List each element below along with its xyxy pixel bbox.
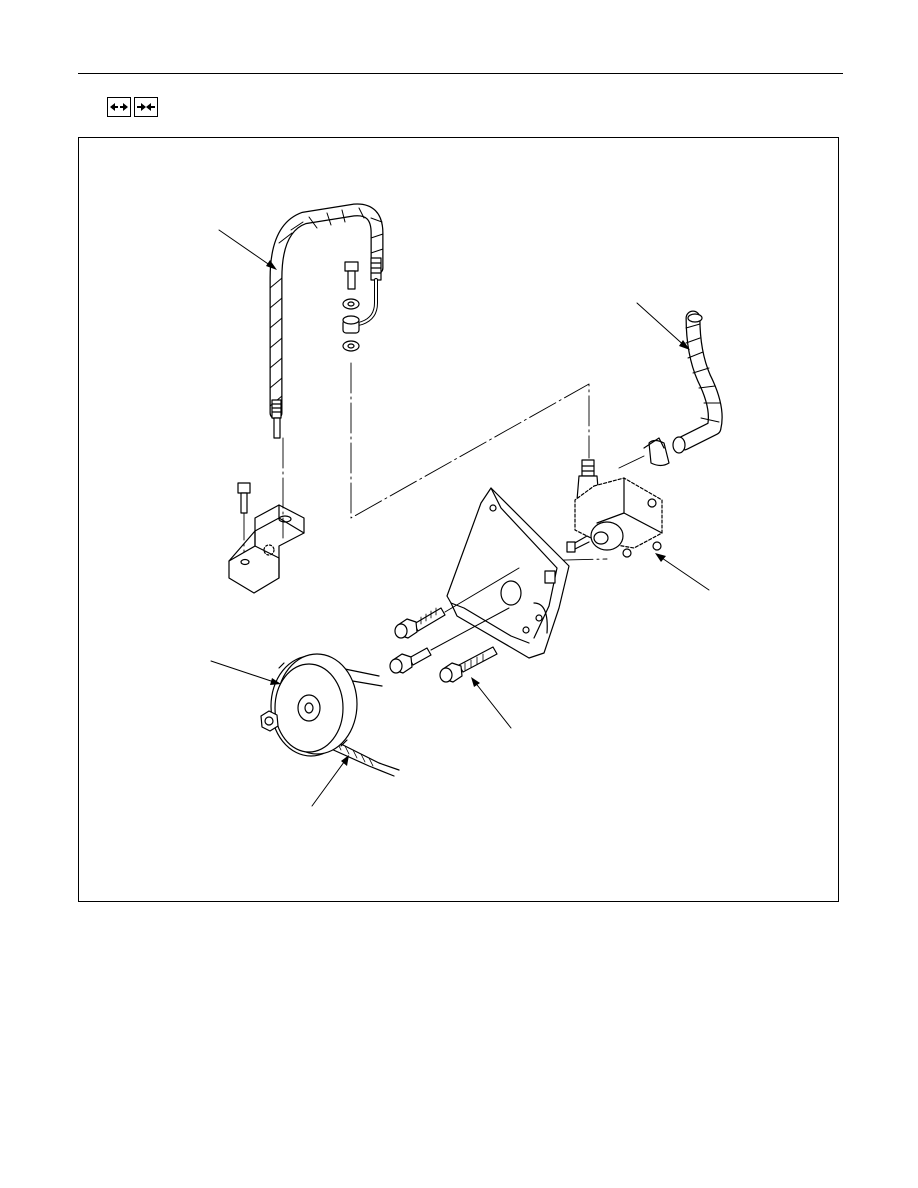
leader-pump	[658, 555, 710, 591]
bolt-middle-line	[430, 607, 510, 651]
return-hose	[643, 310, 723, 467]
header-rule	[78, 73, 843, 74]
operation-icons	[107, 97, 158, 117]
bolt-upper	[394, 607, 446, 639]
installation-icon	[134, 97, 158, 117]
exploded-diagram	[210, 203, 723, 807]
pump-pulley	[270, 653, 358, 757]
callout-leaders	[210, 229, 710, 807]
hose-bracket	[228, 482, 305, 594]
banjo-bolt-assembly	[342, 261, 360, 352]
leader-high-pressure-hose	[218, 229, 275, 269]
high-pressure-hose	[269, 203, 384, 439]
callout-arrowheads	[266, 260, 690, 766]
power-steering-pump	[566, 459, 663, 558]
pump-bracket	[446, 487, 570, 659]
leader-belt	[311, 757, 348, 807]
pulley-nut	[260, 710, 279, 732]
bolt-upper-line	[444, 567, 520, 613]
bolt-middle	[389, 647, 432, 674]
diagram-frame	[78, 137, 839, 902]
leader-pulley	[210, 660, 278, 684]
removal-icon	[107, 97, 131, 117]
bolt-lower	[439, 646, 498, 683]
leader-bolts	[473, 680, 512, 729]
leader-return-hose	[636, 302, 688, 349]
